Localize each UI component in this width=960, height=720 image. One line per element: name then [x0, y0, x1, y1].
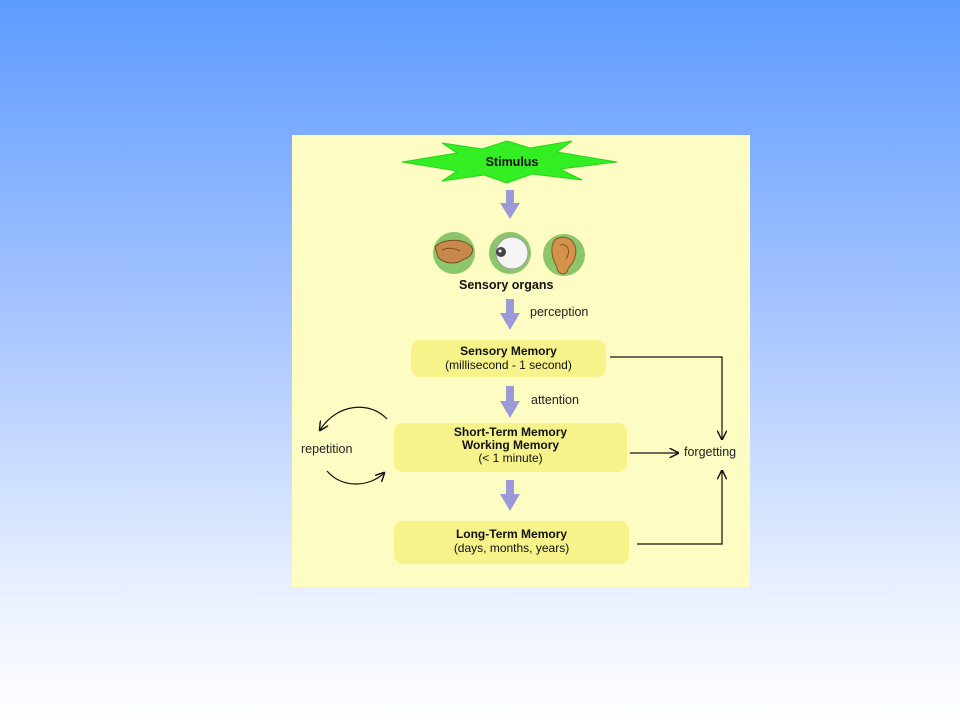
sensory-memory-duration: (millisecond - 1 second) — [445, 358, 572, 372]
sensory-organs-label: Sensory organs — [459, 278, 554, 292]
long-term-memory-duration: (days, months, years) — [453, 541, 570, 555]
repetition-label: repetition — [301, 442, 353, 456]
short-term-memory-box: Short-Term Memory Working Memory (< 1 mi… — [394, 423, 627, 472]
arrow-stimulus-to-organs — [500, 190, 520, 219]
arrow-shortterm-to-longterm — [500, 480, 520, 511]
arrow-organs-to-sensory — [500, 299, 520, 330]
forgetting-label: forgetting — [684, 445, 737, 459]
perception-label: perception — [530, 305, 589, 319]
working-memory-subtitle: Working Memory — [461, 438, 560, 452]
eye-icon — [489, 232, 531, 274]
sensory-memory-box: Sensory Memory (millisecond - 1 second) — [411, 340, 606, 377]
stimulus-burst — [401, 140, 618, 184]
stimulus-label: Stimulus — [485, 155, 539, 169]
repetition-arrow-top — [320, 406, 388, 430]
attention-label: attention — [531, 393, 579, 407]
ear-icon — [543, 234, 585, 276]
forgetting-line-sensory — [610, 356, 722, 439]
forgetting-line-longterm — [637, 471, 722, 545]
arrow-sensory-to-shortterm — [500, 386, 520, 418]
long-term-memory-title: Long-Term Memory — [455, 527, 568, 541]
short-term-memory-title: Short-Term Memory — [453, 425, 568, 439]
sensory-memory-title: Sensory Memory — [460, 344, 557, 358]
short-term-memory-duration: (< 1 minute) — [478, 451, 543, 465]
diagram-graphics — [292, 140, 750, 545]
repetition-arrow-bottom — [326, 470, 384, 485]
long-term-memory-box: Long-Term Memory (days, months, years) — [394, 521, 629, 564]
memory-model-diagram: Stimulus Sensory organs perception Senso… — [292, 135, 750, 587]
hand-icon — [433, 232, 475, 274]
